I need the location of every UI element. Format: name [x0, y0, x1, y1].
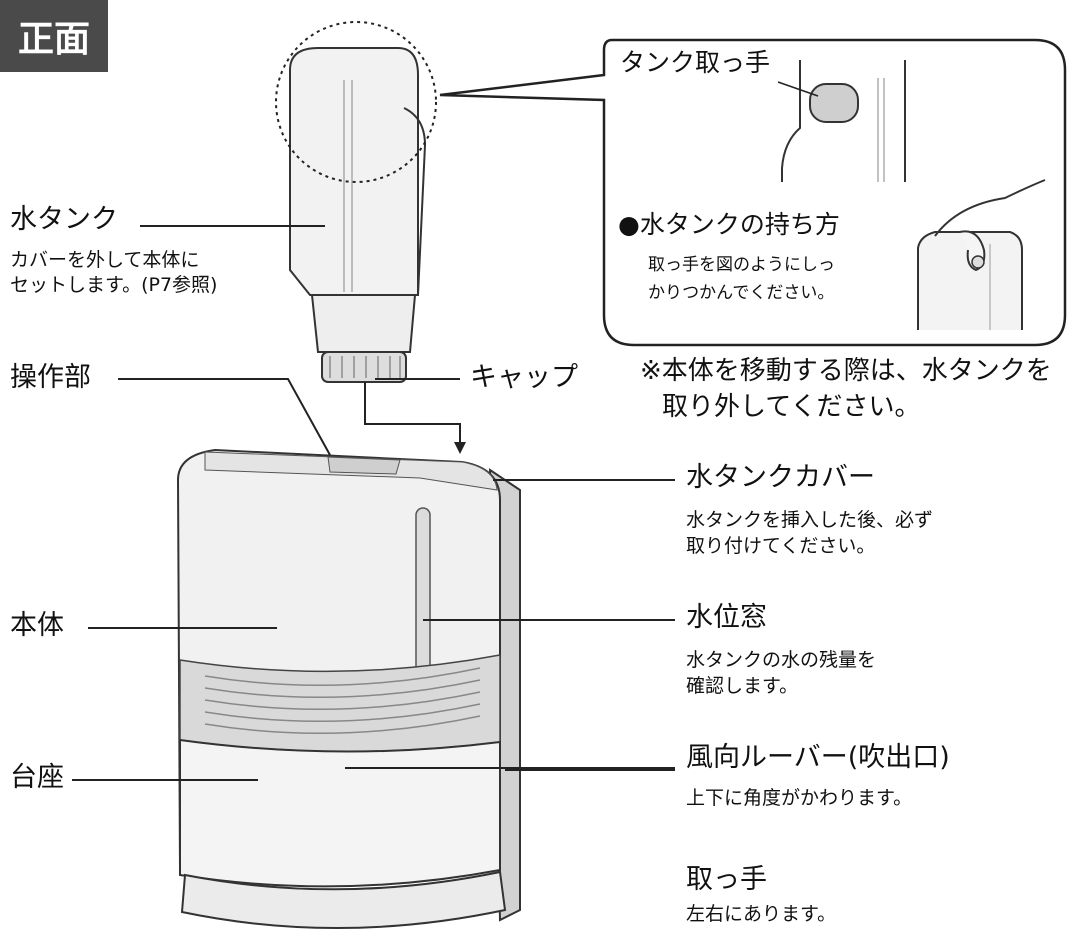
water-window-desc-line2: 確認します。 [686, 675, 799, 697]
section-tag: 正面 [0, 0, 108, 72]
base-label: 台座 [10, 762, 64, 793]
move-note-line2: 取り外してください。 [662, 392, 921, 422]
water-tank-illustration [289, 47, 427, 383]
body-label: 本体 [10, 610, 64, 641]
how-to-hold-desc-line1: 取っ手を図のようにしっ [648, 255, 835, 275]
water-window-desc-line1: 水タンクの水の残量を [686, 649, 877, 671]
move-note-line1: ※本体を移動する際は、水タンクを [640, 356, 1052, 386]
tank-cover-desc-line1: 水タンクを挿入した後、必ず [686, 509, 934, 531]
water-tank-desc-line1: カバーを外して本体に [10, 249, 200, 271]
tank-handle-label: タンク取っ手 [620, 48, 771, 77]
tank-cover-title: 水タンクカバー [686, 462, 875, 493]
cap-label: キャップ [470, 362, 578, 393]
water-tank-title: 水タンク [10, 204, 118, 235]
louver-title: 風向ルーバー(吹出口) [686, 742, 950, 773]
callout-bubble [439, 38, 1067, 347]
water-window-title: 水位窓 [686, 602, 767, 633]
tank-handle-detail-illustration [777, 60, 906, 182]
handle-title: 取っ手 [686, 864, 767, 895]
how-to-hold-desc-line2: かりつかんでください。 [648, 283, 835, 303]
tank-cover-desc-line2: 取り付けてください。 [686, 535, 876, 557]
control-panel-label: 操作部 [10, 362, 91, 393]
water-tank-desc-line2: セットします。(P7参照) [10, 274, 218, 296]
how-to-hold-title: ●水タンクの持ち方 [618, 210, 840, 239]
louver-desc: 上下に角度がかわります。 [686, 787, 913, 809]
hand-illustration [917, 179, 1046, 330]
handle-desc: 左右にあります。 [686, 903, 837, 925]
humidifier-illustration [176, 448, 521, 930]
